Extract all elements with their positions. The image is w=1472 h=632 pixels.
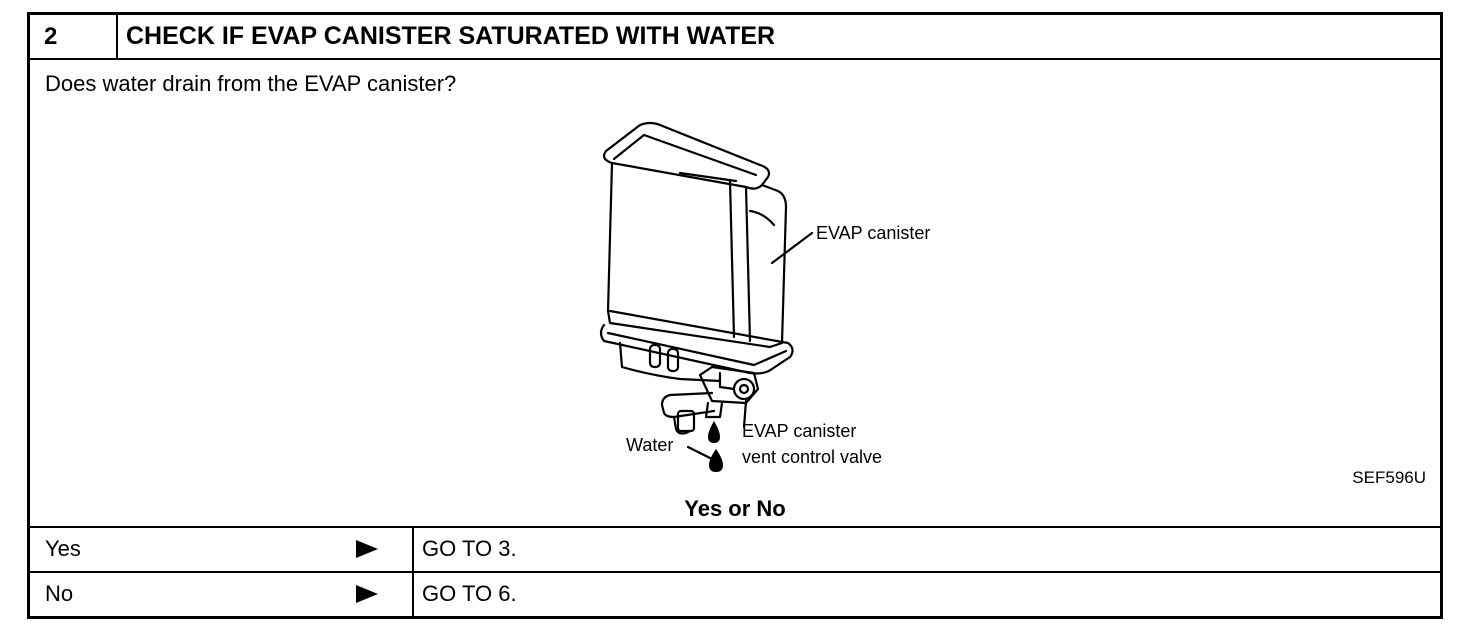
- water-label: Water: [626, 435, 673, 455]
- column-divider: [412, 526, 414, 616]
- right-arrow-icon: [356, 585, 378, 603]
- inspection-step-table: 2 CHECK IF EVAP CANISTER SATURATED WITH …: [27, 12, 1443, 619]
- inspection-question: Does water drain from the EVAP canister?: [45, 71, 457, 96]
- decision-label: Yes or No: [684, 496, 786, 521]
- valve-label-line1: EVAP canister: [742, 421, 856, 441]
- answer-yes: Yes: [45, 536, 81, 561]
- figure-id: SEF596U: [1352, 468, 1426, 487]
- evap-canister-illustration: EVAP canister Water EVAP canister vent c…: [599, 121, 930, 472]
- action-no: GO TO 6.: [422, 581, 517, 606]
- step-header: 2 CHECK IF EVAP CANISTER SATURATED WITH …: [30, 15, 1440, 60]
- canister-label: EVAP canister: [816, 223, 930, 243]
- step-title: CHECK IF EVAP CANISTER SATURATED WITH WA…: [126, 22, 776, 50]
- step-number: 2: [30, 15, 118, 58]
- answer-row-no: No GO TO 6.: [30, 571, 1440, 615]
- answer-no: No: [45, 581, 74, 606]
- action-yes: GO TO 3.: [422, 536, 517, 561]
- right-arrow-icon: [356, 540, 378, 558]
- answer-row-yes: Yes GO TO 3.: [30, 526, 1440, 570]
- valve-label-line2: vent control valve: [742, 447, 882, 467]
